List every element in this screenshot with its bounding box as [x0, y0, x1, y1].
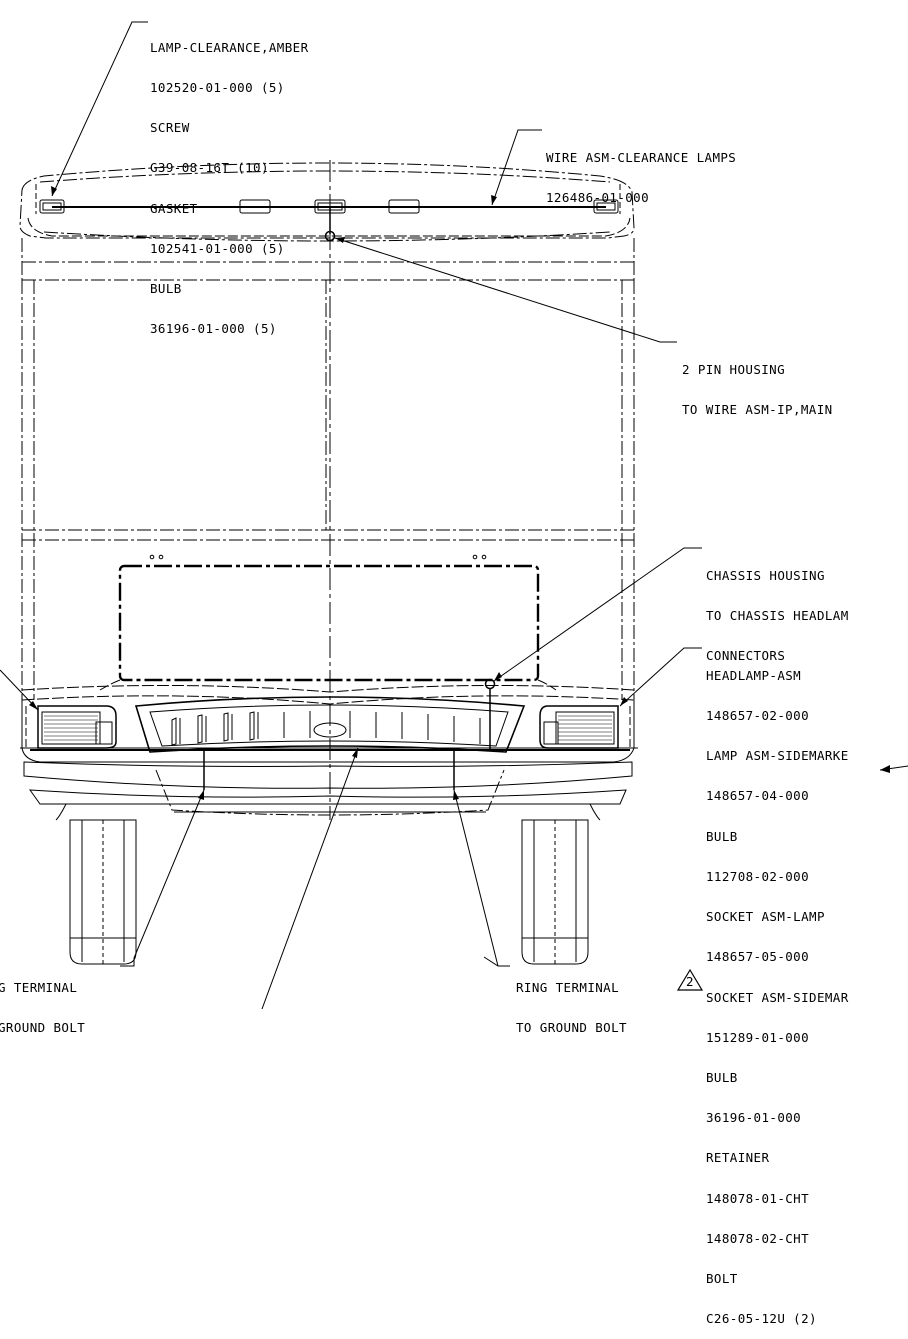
pin-housing-callout: 2 PIN HOUSING TO WIRE ASM-IP,MAIN	[682, 361, 833, 418]
ring-terminal-right-callout: RING TERMINAL TO GROUND BOLT	[516, 979, 627, 1036]
right-tire	[521, 819, 589, 965]
body-outline	[21, 160, 635, 820]
chassis-housing-callout: CHASSIS HOUSING TO CHASSIS HEADLAM CONNE…	[706, 567, 849, 664]
revision-number: 2	[686, 974, 694, 989]
right-headlamp	[539, 705, 619, 749]
windshield	[99, 554, 557, 691]
clearance-lamp-callout: LAMP-CLEARANCE,AMBER 102520-01-000 (5) S…	[150, 39, 309, 337]
grille	[134, 696, 526, 753]
ring-terminal-left-callout: G TERMINAL GROUND BOLT	[0, 979, 86, 1036]
headlamp-callout: HEADLAMP-ASM 148657-02-000 LAMP ASM-SIDE…	[706, 667, 849, 1327]
left-tire	[69, 819, 137, 965]
roof-cap	[19, 162, 635, 281]
chassis-housing-connector	[484, 678, 496, 690]
left-headlamp	[37, 705, 117, 749]
front-view-drawing	[0, 21, 908, 1009]
wire-asm-callout: WIRE ASM-CLEARANCE LAMPS 126486-01-000	[546, 149, 737, 206]
revision-triangle	[676, 968, 704, 991]
front-cap	[20, 684, 638, 763]
leader-lines	[0, 21, 908, 1009]
bumper	[23, 761, 633, 821]
grille-emblem	[313, 722, 347, 738]
